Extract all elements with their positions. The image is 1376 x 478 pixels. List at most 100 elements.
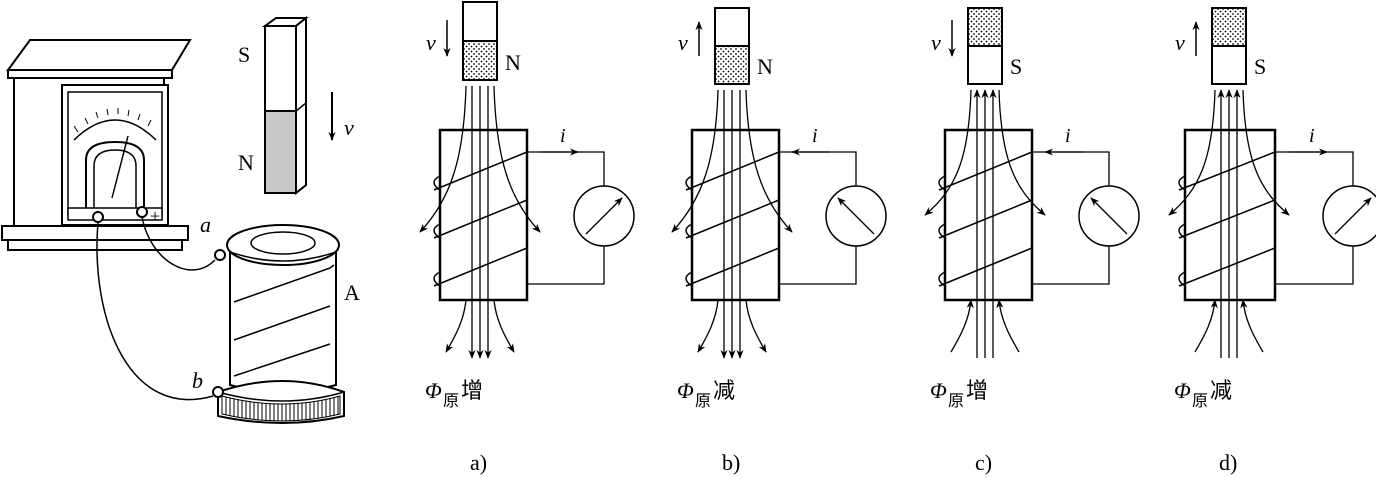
flux-change: 减	[713, 378, 735, 403]
galvanometer	[1322, 185, 1376, 247]
terminal-b	[212, 386, 224, 398]
meter-minus-sign: −	[74, 216, 84, 236]
field-line-outer	[1242, 89, 1290, 216]
terminal-a-label: a	[200, 212, 211, 237]
terminal-b-label: b	[192, 368, 203, 393]
pole-label: N	[505, 50, 521, 75]
coil-core	[1183, 128, 1277, 302]
field-line-outer	[1168, 89, 1216, 216]
flux-change: 减	[1210, 378, 1232, 403]
pole-label: S	[1010, 54, 1022, 79]
field-line-outer	[996, 299, 1020, 353]
coil-loop	[685, 271, 693, 287]
magnet-north-half	[462, 40, 498, 81]
galvanometer-needle	[837, 197, 875, 235]
coil-winding	[433, 199, 528, 239]
coil-winding	[938, 199, 1033, 239]
magnet-velocity-label: v	[344, 115, 354, 140]
flux-subscript: 原	[443, 393, 459, 410]
coil-loop	[938, 223, 946, 239]
terminal-a	[214, 249, 226, 261]
current-label: i	[560, 125, 566, 147]
panel-caption: a)	[470, 450, 487, 475]
field-line-outer	[1240, 299, 1264, 353]
coil-loop	[938, 271, 946, 287]
panel-caption: c)	[975, 450, 992, 475]
magnet-north-half	[1211, 7, 1247, 47]
flux-symbol: Φ	[425, 378, 442, 403]
circuit-wire	[527, 151, 605, 186]
coil-winding	[1178, 247, 1276, 287]
galvanometer-needle	[585, 197, 623, 235]
magnet-top-pole-label: S	[238, 42, 250, 67]
field-line-outer	[419, 85, 467, 233]
flux-change: 增	[966, 378, 988, 403]
field-line-outer	[445, 299, 467, 353]
coil-core	[438, 128, 529, 302]
pole-label: N	[757, 54, 773, 79]
field-line-outer	[924, 89, 972, 216]
coil-loop	[433, 223, 441, 239]
coil-loop	[1178, 223, 1186, 239]
velocity-label: v	[426, 30, 436, 55]
wire-to-b	[96, 221, 214, 401]
coil-loop	[685, 175, 693, 191]
magnet-north-half	[967, 7, 1003, 47]
flux-symbol: Φ	[677, 378, 694, 403]
coil-loop	[938, 175, 946, 191]
coil-winding	[433, 247, 528, 287]
coil-winding	[938, 247, 1033, 287]
circuit-wire	[779, 151, 857, 186]
pole-label: S	[1254, 54, 1266, 79]
galvanometer	[1, 39, 192, 251]
coil-winding	[1178, 151, 1276, 191]
flux-subscript: 原	[948, 393, 964, 410]
current-label: i	[812, 125, 818, 147]
meter-plus-sign: +	[150, 206, 160, 226]
current-label: i	[1065, 125, 1071, 147]
coil-winding	[1178, 199, 1276, 239]
circuit-wire	[1032, 151, 1110, 186]
galvanometer-needle	[1090, 197, 1128, 235]
coil-label: A	[344, 280, 360, 305]
flux-change: 增	[461, 378, 483, 403]
field-line-outer	[1194, 299, 1218, 353]
velocity-label: v	[931, 30, 941, 55]
coil-loop	[685, 223, 693, 239]
coil-A	[217, 224, 345, 424]
magnet-north-half	[714, 45, 750, 85]
circuit-wire	[1275, 151, 1354, 186]
bar-magnet	[261, 15, 309, 196]
flux-symbol: Φ	[1174, 378, 1191, 403]
circuit-wire	[779, 246, 857, 285]
coil-winding	[938, 151, 1033, 191]
circuit-wire	[1032, 246, 1110, 285]
field-line-outer	[671, 89, 719, 233]
coil-loop	[1178, 175, 1186, 191]
field-line-outer	[950, 299, 974, 353]
galvanometer-needle	[1334, 197, 1372, 235]
panel-caption: d)	[1219, 450, 1237, 475]
apparatus: − + S N v a b	[1, 15, 360, 424]
wire-to-a	[141, 216, 216, 271]
field-line-outer	[493, 299, 515, 353]
coil-core	[943, 128, 1034, 302]
velocity-label: v	[678, 30, 688, 55]
coil-winding	[433, 151, 528, 191]
coil-loop	[1178, 271, 1186, 287]
current-label: i	[1309, 125, 1315, 147]
coil-winding	[685, 247, 780, 287]
field-line-outer	[697, 299, 719, 353]
coil-winding	[685, 199, 780, 239]
panel-caption: b)	[722, 450, 740, 475]
coil-core	[690, 128, 781, 302]
coil-loop	[433, 175, 441, 191]
flux-symbol: Φ	[930, 378, 947, 403]
